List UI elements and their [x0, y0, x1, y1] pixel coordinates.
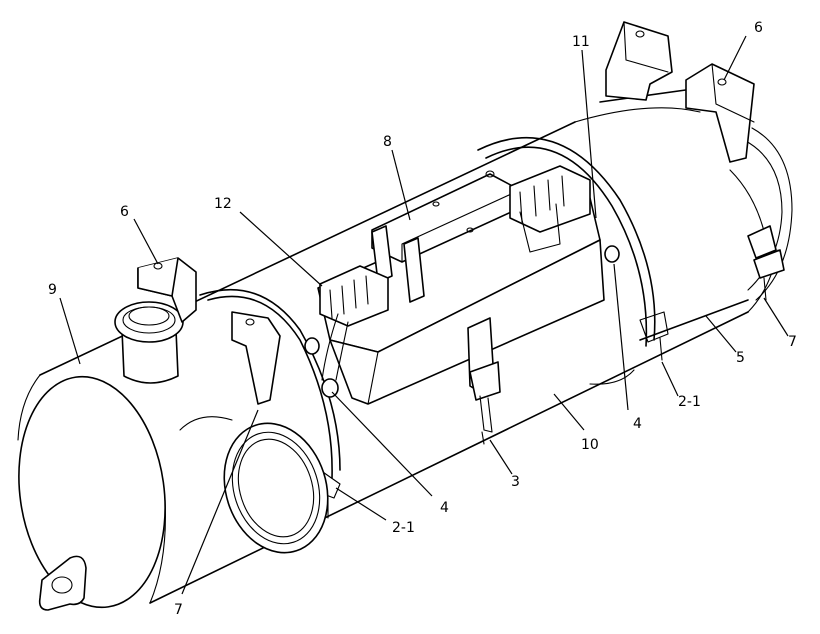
callout-2-1-center: 2-1	[392, 520, 415, 536]
leader-2-1-center	[335, 487, 387, 521]
mounting-tab	[38, 555, 87, 611]
callout-11: 11	[572, 34, 590, 50]
callout-2-1-right: 2-1	[678, 394, 701, 410]
leader-7-left	[181, 409, 259, 595]
callout-6-left: 6	[120, 204, 129, 220]
leader-12	[239, 211, 323, 287]
leader-3	[489, 439, 513, 475]
sensor-housing	[304, 165, 605, 405]
callout-5: 5	[736, 350, 745, 366]
callout-8: 8	[383, 134, 392, 150]
callout-6-right: 6	[754, 20, 763, 36]
leader-9	[59, 297, 81, 365]
callout-7-right: 7	[788, 334, 797, 350]
outlet-flange	[179, 416, 329, 554]
leader-6-right	[723, 35, 747, 81]
callout-4-right: 4	[633, 416, 642, 432]
leader-lines	[59, 35, 789, 595]
end-cap	[17, 374, 166, 609]
callout-4-center: 4	[440, 500, 449, 516]
leader-5	[705, 315, 737, 353]
mounting-bracket-left	[137, 257, 281, 405]
callout-7-left: 7	[174, 602, 183, 618]
leader-6-left	[133, 218, 159, 265]
leader-4-center	[331, 391, 433, 497]
callout-10: 10	[581, 437, 599, 453]
sensor-strap	[467, 317, 501, 445]
leader-8	[391, 149, 411, 221]
clamp-band-right	[477, 136, 669, 385]
callout-9: 9	[48, 282, 57, 298]
callout-labels: 6 6 7 7 9 12 8 11 5 4 4 2-1 2-1 3 10	[48, 20, 797, 618]
leader-11	[581, 49, 597, 219]
callout-3: 3	[511, 474, 520, 490]
rear-section	[599, 87, 793, 341]
mounting-bracket-right	[605, 21, 755, 163]
rear-clamp-hardware	[604, 169, 785, 301]
leader-10	[553, 393, 585, 431]
leader-2-1-right	[661, 361, 679, 397]
leader-4-right	[613, 263, 629, 411]
inlet-pipe	[114, 301, 184, 384]
leader-7-right	[763, 297, 789, 337]
callout-12: 12	[214, 196, 232, 212]
